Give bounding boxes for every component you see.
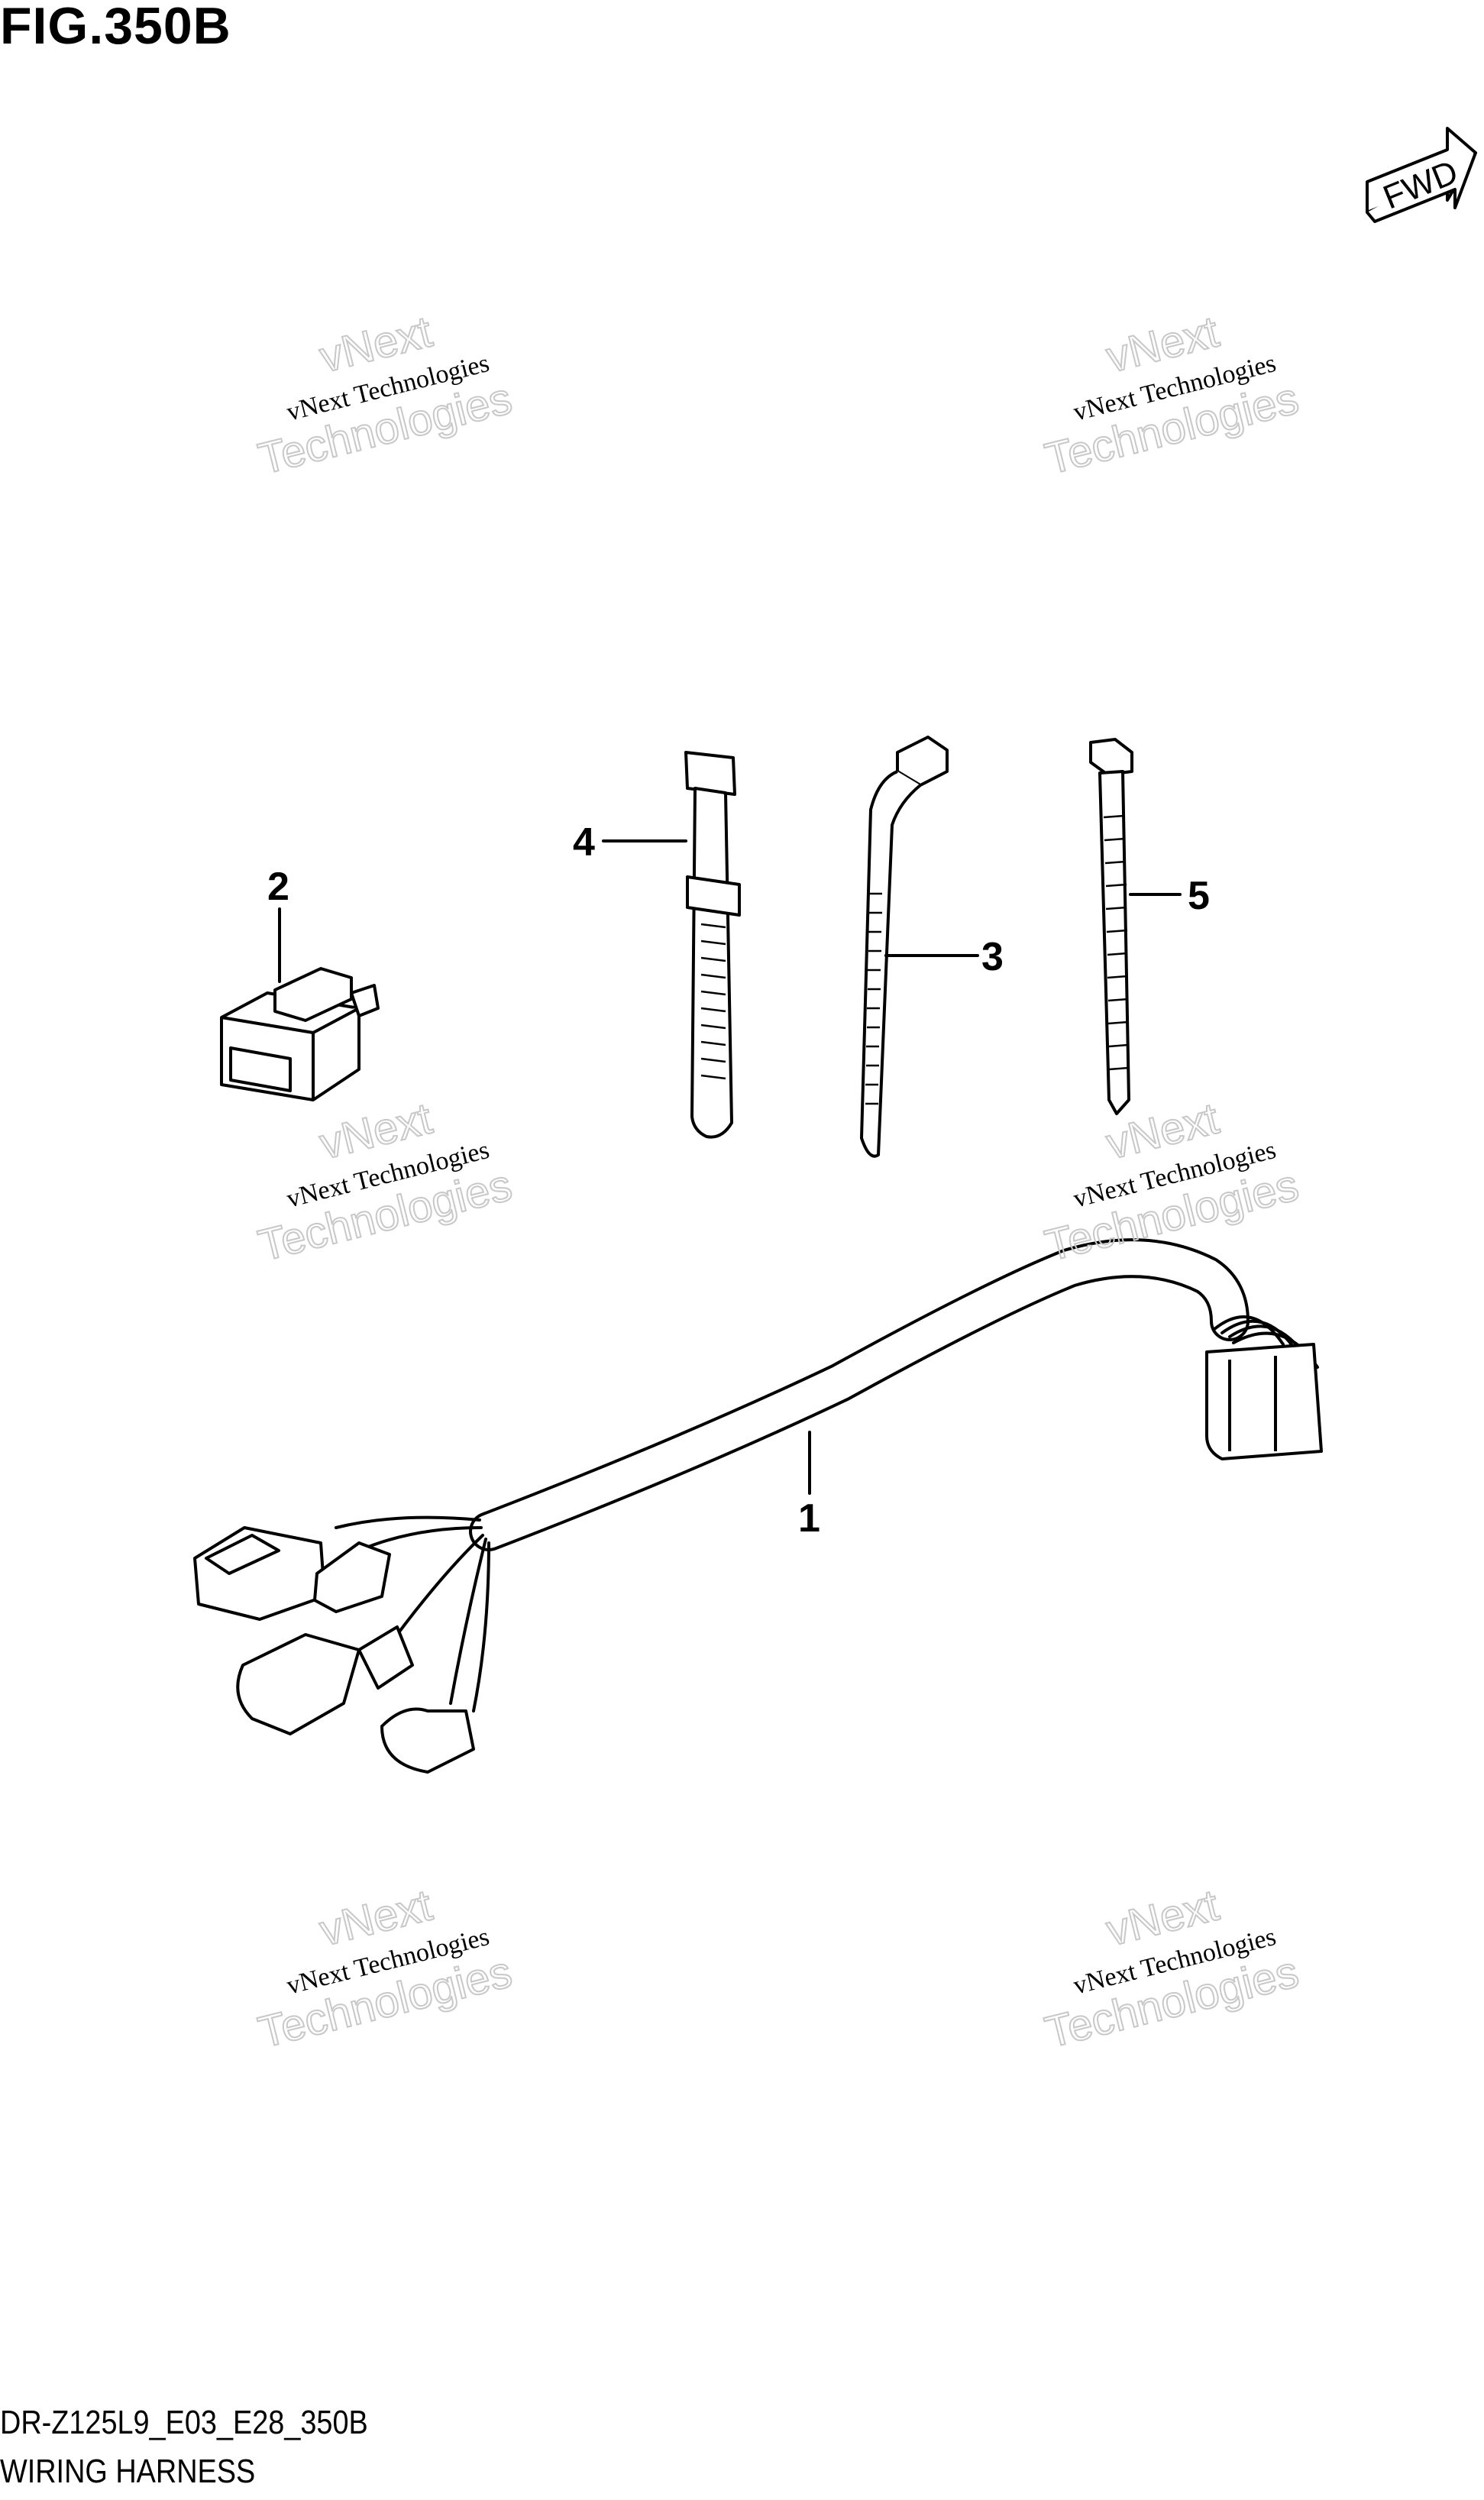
callout-4: 4 (573, 820, 595, 865)
bent-clamp-part (860, 736, 949, 1158)
watermark-middle-right: vNext Technologies vNext Technologies (1039, 1093, 1304, 1272)
watermark-top-left: vNext Technologies vNext Technologies (253, 306, 517, 485)
cable-tie-part (1089, 738, 1133, 1115)
callout-5: 5 (1188, 874, 1210, 918)
watermark-top-right: vNext Technologies vNext Technologies (1039, 306, 1304, 485)
watermark-bottom-right: vNext Technologies vNext Technologies (1039, 1880, 1304, 2059)
connector-lead-part (220, 967, 567, 1304)
watermark-middle-left: vNext Technologies vNext Technologies (253, 1093, 517, 1272)
wiring-harness-part (193, 1238, 1323, 1774)
watermark-bottom-left: vNext Technologies vNext Technologies (253, 1880, 517, 2059)
figure-title: FIG.350B (0, 0, 231, 55)
callout-2: 2 (267, 865, 289, 909)
callout-3: 3 (981, 935, 1004, 979)
model-code: DR-Z125L9_E03_E28_350B (0, 2404, 368, 2441)
callout-1: 1 (798, 1496, 820, 1541)
band-clamp-part (684, 751, 741, 1139)
part-name: WIRING HARNESS (0, 2453, 256, 2490)
fwd-arrow-icon: FWD (1366, 127, 1477, 223)
